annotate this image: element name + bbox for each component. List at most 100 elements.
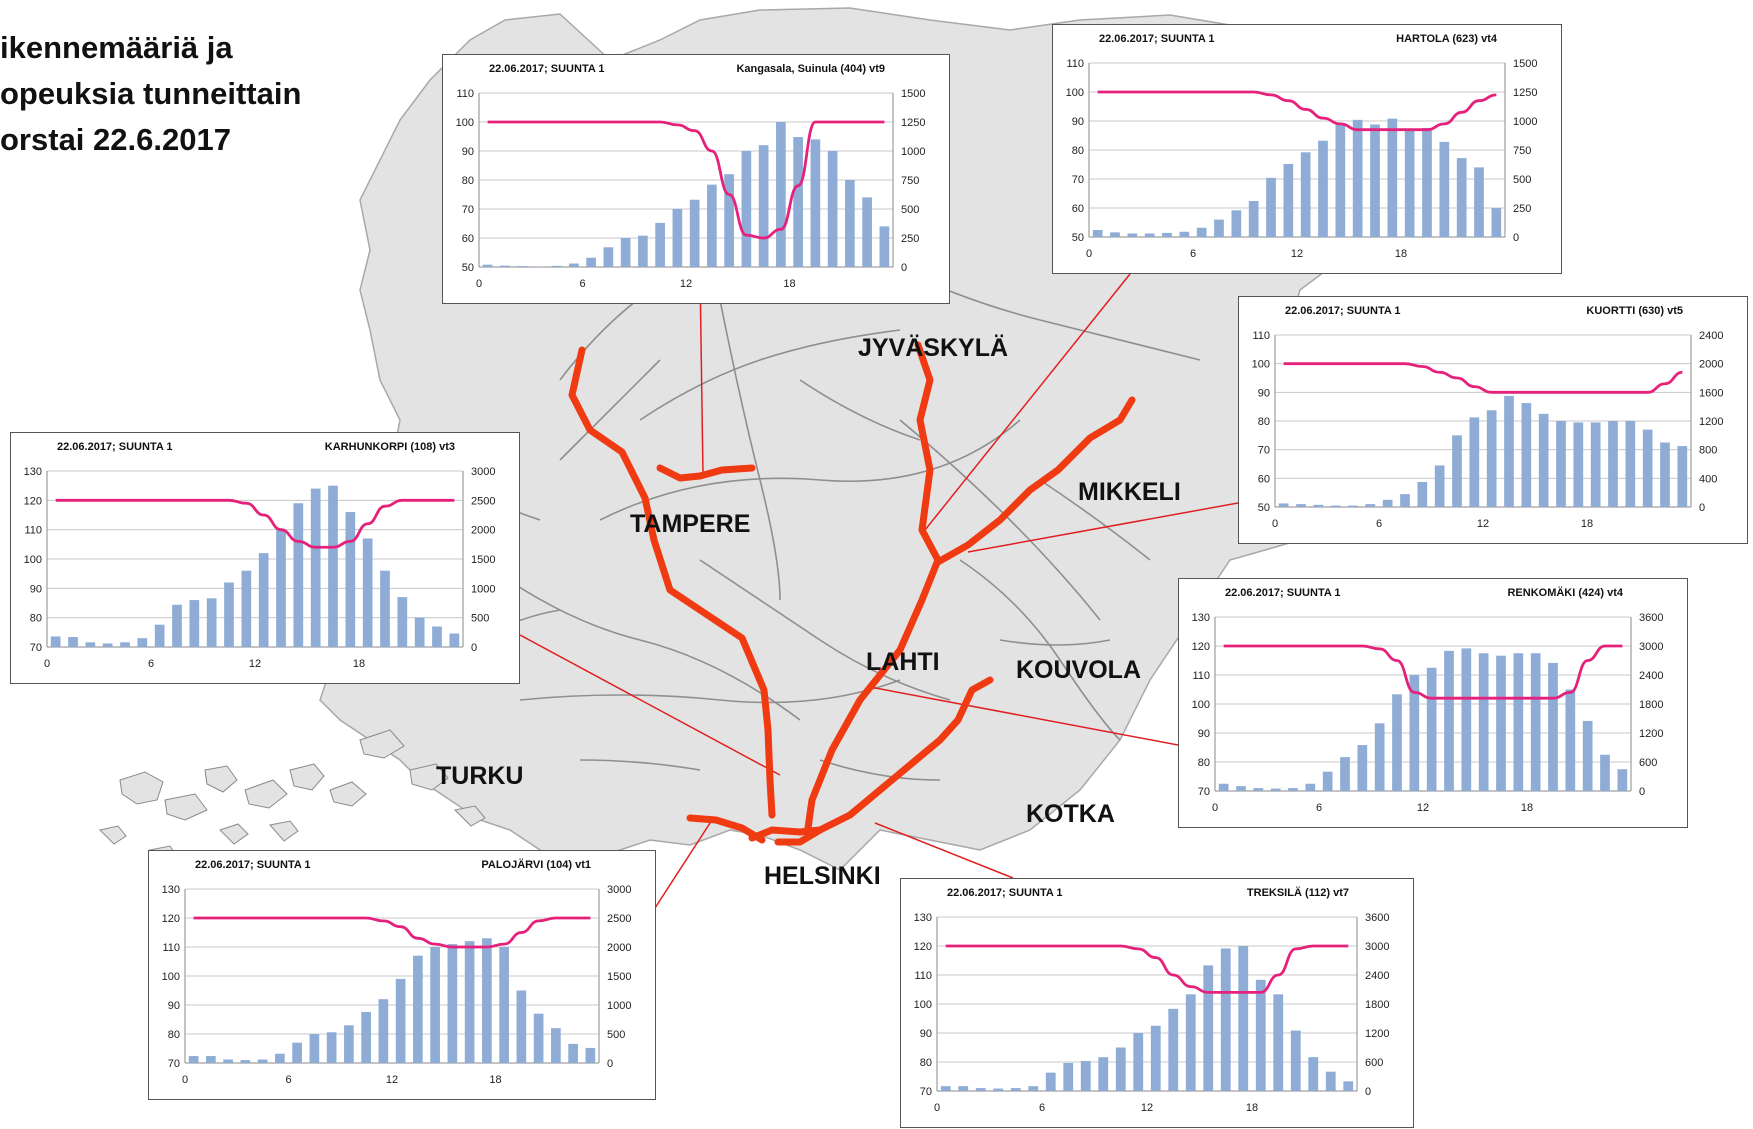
y-left-tick-label: 90 <box>1072 116 1084 128</box>
y-right-tick-label: 3600 <box>1639 612 1663 624</box>
volume-bar <box>1283 163 1294 237</box>
y-left-tick-label: 110 <box>914 970 932 982</box>
volume-bar <box>1115 1047 1126 1091</box>
city-lahti: LAHTI <box>866 648 940 676</box>
volume-bar <box>1538 413 1549 507</box>
volume-bar <box>120 642 130 647</box>
y-left-tick-label: 130 <box>1192 612 1210 624</box>
y-left-tick-label: 70 <box>1072 174 1084 186</box>
volume-bar <box>1322 771 1333 791</box>
y-right-tick-label: 250 <box>901 233 919 245</box>
road-vt3 <box>568 346 776 819</box>
leader-palojarvi <box>654 819 713 909</box>
volume-bar <box>1063 1062 1074 1091</box>
volume-bar <box>1308 1057 1319 1091</box>
y-right-tick-label: 750 <box>1513 145 1531 157</box>
volume-bar <box>206 598 217 647</box>
y-right-tick-label: 1250 <box>901 117 925 129</box>
volume-bar <box>380 570 390 647</box>
volume-bar <box>188 1056 199 1063</box>
volume-bar <box>1330 505 1341 507</box>
volume-bar <box>1461 648 1472 791</box>
leader-lines <box>519 271 1239 909</box>
x-tick-label: 6 <box>285 1074 291 1086</box>
volume-bar <box>1348 505 1358 507</box>
y-left-tick-label: 110 <box>456 88 474 100</box>
volume-bar <box>395 978 406 1063</box>
y-left-tick-label: 120 <box>1192 641 1210 653</box>
volume-bar <box>241 570 252 647</box>
y-left-tick-label: 120 <box>162 913 180 925</box>
volume-bar <box>586 257 596 267</box>
y-right-tick-label: 2000 <box>607 942 631 954</box>
city-mikkeli: MIKKELI <box>1078 478 1181 506</box>
volume-bar <box>1608 421 1618 507</box>
map-title-line-1: ikennemääriä ja <box>0 30 233 65</box>
y-right-tick-label: 1800 <box>1365 999 1389 1011</box>
x-tick-label: 0 <box>476 278 482 290</box>
y-right-tick-label: 2500 <box>607 913 631 925</box>
volume-bar <box>464 941 475 1063</box>
volume-bar <box>810 139 821 267</box>
y-right-tick-label: 1250 <box>1513 87 1537 99</box>
volume-bar <box>940 1086 951 1091</box>
volume-bar <box>517 266 527 267</box>
volume-bar <box>993 1088 1004 1091</box>
y-left-tick-label: 80 <box>168 1029 180 1041</box>
volume-bar <box>568 1043 578 1063</box>
x-tick-label: 18 <box>1395 248 1407 260</box>
volume-bar <box>1456 158 1467 237</box>
volume-bar <box>1010 1088 1021 1091</box>
y-right-tick-label: 2400 <box>1639 670 1663 682</box>
volume-bar <box>1573 422 1584 507</box>
y-left-tick-label: 130 <box>914 912 932 924</box>
leader-hartola <box>924 273 1131 531</box>
volume-bar <box>1255 979 1266 1091</box>
y-left-tick-label: 100 <box>24 554 42 566</box>
y-left-tick-label: 100 <box>1252 359 1270 371</box>
volume-bar <box>1617 769 1628 791</box>
speed-line <box>487 120 885 240</box>
volume-bar <box>397 597 408 647</box>
y-left-tick-label: 70 <box>1198 786 1210 798</box>
chart-date-label: 22.06.2017; SUUNTA 1 <box>195 859 311 871</box>
volume-bar <box>1028 1086 1039 1091</box>
volume-bar <box>1110 232 1120 237</box>
x-tick-label: 12 <box>249 658 261 670</box>
volume-bar <box>1092 230 1103 237</box>
y-left-tick-label: 90 <box>1198 728 1210 740</box>
city-kouvola: KOUVOLA <box>1016 656 1141 684</box>
x-tick-label: 6 <box>1316 802 1322 814</box>
volume-bar <box>1179 231 1190 237</box>
volume-bar <box>1642 429 1653 507</box>
chart-site-label: TREKSILÄ (112) vt7 <box>1246 887 1349 899</box>
y-right-tick-label: 2400 <box>1365 970 1389 982</box>
y-left-tick-label: 100 <box>1066 87 1084 99</box>
volume-bar <box>1556 421 1566 507</box>
y-left-tick-label: 120 <box>24 495 42 507</box>
volume-bar <box>499 947 509 1063</box>
volume-bar <box>449 633 460 647</box>
volume-bar <box>638 235 648 267</box>
y-right-tick-label: 500 <box>471 613 489 625</box>
volume-bar <box>500 265 510 267</box>
volume-bar <box>603 247 614 267</box>
city-turku: TURKU <box>436 762 524 790</box>
volume-bar <box>1340 757 1350 791</box>
volume-bar <box>707 184 717 267</box>
volume-bar <box>310 488 321 647</box>
volume-bar <box>1491 208 1502 237</box>
y-right-tick-label: 1200 <box>1699 416 1723 428</box>
volume-bar <box>1318 140 1328 237</box>
speed-line <box>1223 644 1623 700</box>
volume-bar <box>1335 123 1346 237</box>
volume-bar <box>862 197 872 267</box>
chart-site-label: KARHUNKORPI (108) vt3 <box>324 441 455 453</box>
y-right-tick-label: 0 <box>1699 502 1705 514</box>
y-left-tick-label: 100 <box>456 117 474 129</box>
x-tick-label: 12 <box>1417 802 1429 814</box>
